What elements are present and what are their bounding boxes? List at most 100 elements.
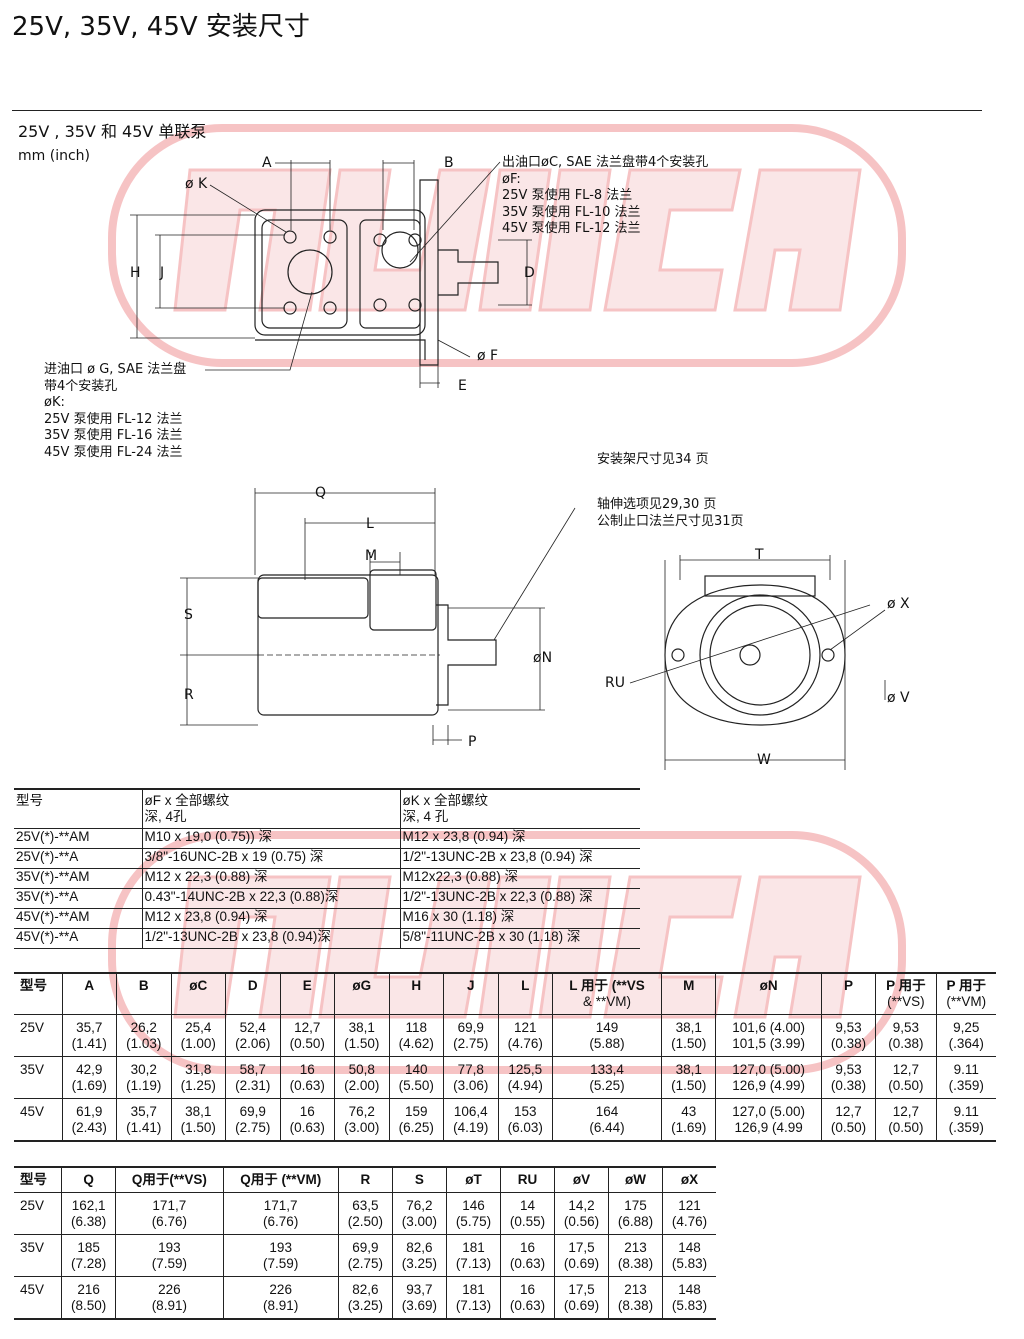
header-cell: 型号 [14, 1166, 62, 1193]
dimension-table-1: 型号 A B øC D E øG H J L L 用于 (**VS& **VM)… [14, 972, 996, 1142]
table-cell: 52,4(2.06) [225, 1014, 281, 1057]
table-cell: 69,9(2.75) [225, 1098, 281, 1142]
table-cell: 118(4.62) [388, 1014, 444, 1057]
table-cell: 77,8(3.06) [443, 1056, 499, 1099]
model-cell: 35V [14, 1234, 62, 1277]
inlet-note-line: 35V 泵使用 FL-16 法兰 [44, 428, 183, 443]
table-cell: 9,53(0.38) [820, 1056, 876, 1099]
header-cell: øC [170, 972, 226, 1015]
dim-q: Q [315, 485, 327, 501]
table-cell: 149(5.88) [552, 1014, 662, 1057]
table-cell: 133,4(5.25) [552, 1056, 662, 1099]
dim-ru: RU [605, 675, 625, 691]
table-cell: 159(6.25) [388, 1098, 444, 1142]
dim-s: S [184, 607, 193, 623]
divider [12, 110, 982, 111]
section-subtitle: 25V , 35V 和 45V 单联泵 [18, 122, 207, 141]
table-cell: 140(5.50) [388, 1056, 444, 1099]
model-cell: 35V [14, 1056, 63, 1099]
table-cell: 121(4.76) [662, 1192, 716, 1235]
table-cell: 164(6.44) [552, 1098, 662, 1142]
table-cell: 45V(*)-**AM [14, 908, 142, 929]
table-cell: 106,4(4.19) [443, 1098, 499, 1142]
dim-h: H [130, 265, 141, 281]
header-cell: D [225, 972, 281, 1015]
mount-note: 安装架尺寸见34 页 [597, 452, 709, 467]
dim-x: ø X [887, 596, 910, 612]
table-cell: 38,1(1.50) [334, 1014, 390, 1057]
table-cell: 3/8"-16UNC-2B x 19 (0.75) 深 [141, 848, 400, 869]
table-cell: 17,5(0.69) [553, 1234, 609, 1277]
table-cell: 42,9(1.69) [61, 1056, 117, 1099]
table-cell: 82,6(3.25) [391, 1234, 447, 1277]
table-cell: 38,1(1.50) [660, 1014, 716, 1057]
table-cell: 181(7.13) [445, 1276, 501, 1320]
table-cell: 14(0.55) [499, 1192, 555, 1235]
inlet-note-line: øK: [44, 395, 65, 410]
table-cell: 175(6.88) [608, 1192, 663, 1235]
table-cell: 9,25(.364) [935, 1014, 996, 1057]
table-cell: M16 x 30 (1.18) 深 [399, 908, 640, 929]
table-cell: M12 x 23,8 (0.94) 深 [399, 828, 640, 849]
table-cell: 127,0 (5.00)126,9 (4.99) [715, 1056, 822, 1099]
table-cell: 45V(*)-**A [14, 928, 142, 949]
shaft-note: 轴伸选项见29,30 页 公制止口法兰尺寸见31页 [597, 497, 744, 530]
table-cell: 193(7.59) [115, 1234, 223, 1277]
table-cell: 226(8.91) [115, 1276, 223, 1320]
table-cell: 16(0.63) [499, 1234, 555, 1277]
table-cell: 162,1(6.38) [61, 1192, 116, 1235]
header-cell: øT [445, 1166, 501, 1193]
table-cell: 213(8.38) [608, 1276, 663, 1320]
table-cell: 148(5.83) [662, 1276, 716, 1320]
table-header-row: 型号 øF x 全部螺纹深, 4孔 øK x 全部螺纹深, 4 孔 [14, 788, 640, 829]
inlet-note: 进油口 ø G, SAE 法兰盘 带4个安装孔 øK: 25V 泵使用 FL-1… [44, 362, 186, 461]
table-header-row: 型号 Q Q用于(**VS) Q用于 (**VM) R S øT RU øV ø… [14, 1166, 716, 1193]
outlet-note-line: 25V 泵使用 FL-8 法兰 [502, 188, 633, 203]
table-cell: 1/2"-13UNC-2B x 23,8 (0.94)深 [141, 928, 400, 949]
model-cell: 45V [14, 1276, 62, 1320]
table-cell: 61,9(2.43) [61, 1098, 117, 1142]
table-cell: 69,9(2.75) [337, 1234, 393, 1277]
table-cell: 148(5.83) [662, 1234, 716, 1277]
dim-f: ø F [477, 348, 499, 364]
table-cell: 63,5(2.50) [337, 1192, 393, 1235]
header-cell: L [497, 972, 553, 1015]
header-cell: J [443, 972, 499, 1015]
table-cell: 5/8"-11UNC-2B x 30 (1.18) 深 [399, 928, 640, 949]
table-cell: 25V(*)-**AM [14, 828, 142, 849]
table-cell: 181(7.13) [445, 1234, 501, 1277]
table-cell: 12,7(0.50) [279, 1014, 335, 1057]
table-cell: 16(0.63) [279, 1056, 335, 1099]
table-cell: 26,2(1.03) [116, 1014, 172, 1057]
table-cell: 1/2"-13UNC-2B x 23,8 (0.94) 深 [399, 848, 640, 869]
model-cell: 25V [14, 1014, 63, 1057]
table-cell: 9.11(.359) [935, 1056, 996, 1099]
shaft-note-line: 轴伸选项见29,30 页 [597, 497, 717, 512]
header-cell: RU [499, 1166, 555, 1193]
inlet-note-line: 45V 泵使用 FL-24 法兰 [44, 444, 183, 460]
header-cell: 型号 [14, 972, 63, 1015]
table-cell: 146(5.75) [445, 1192, 501, 1235]
pump-flange-end-view [664, 584, 846, 726]
table-cell: 16(0.63) [279, 1098, 335, 1142]
table-cell: 58,7(2.31) [225, 1056, 281, 1099]
table-cell: 0.43"-14UNC-2B x 22,3 (0.88)深 [141, 888, 400, 909]
table-cell: 38,1(1.50) [660, 1056, 716, 1099]
header-cell: B [116, 972, 172, 1015]
table-cell: 127,0 (5.00)126,9 (4.99 [715, 1098, 822, 1142]
dim-k: ø K [185, 176, 208, 192]
dim-a: A [262, 155, 272, 171]
table-cell: M12x22,3 (0.88) 深 [399, 868, 640, 889]
dim-e: E [458, 378, 467, 394]
header-cell: R [337, 1166, 393, 1193]
table-header-row: 型号 A B øC D E øG H J L L 用于 (**VS& **VM)… [14, 972, 996, 1015]
header-cell: E [279, 972, 335, 1015]
header-cell: H [388, 972, 444, 1015]
table-cell: 35V(*)-**A [14, 888, 142, 909]
